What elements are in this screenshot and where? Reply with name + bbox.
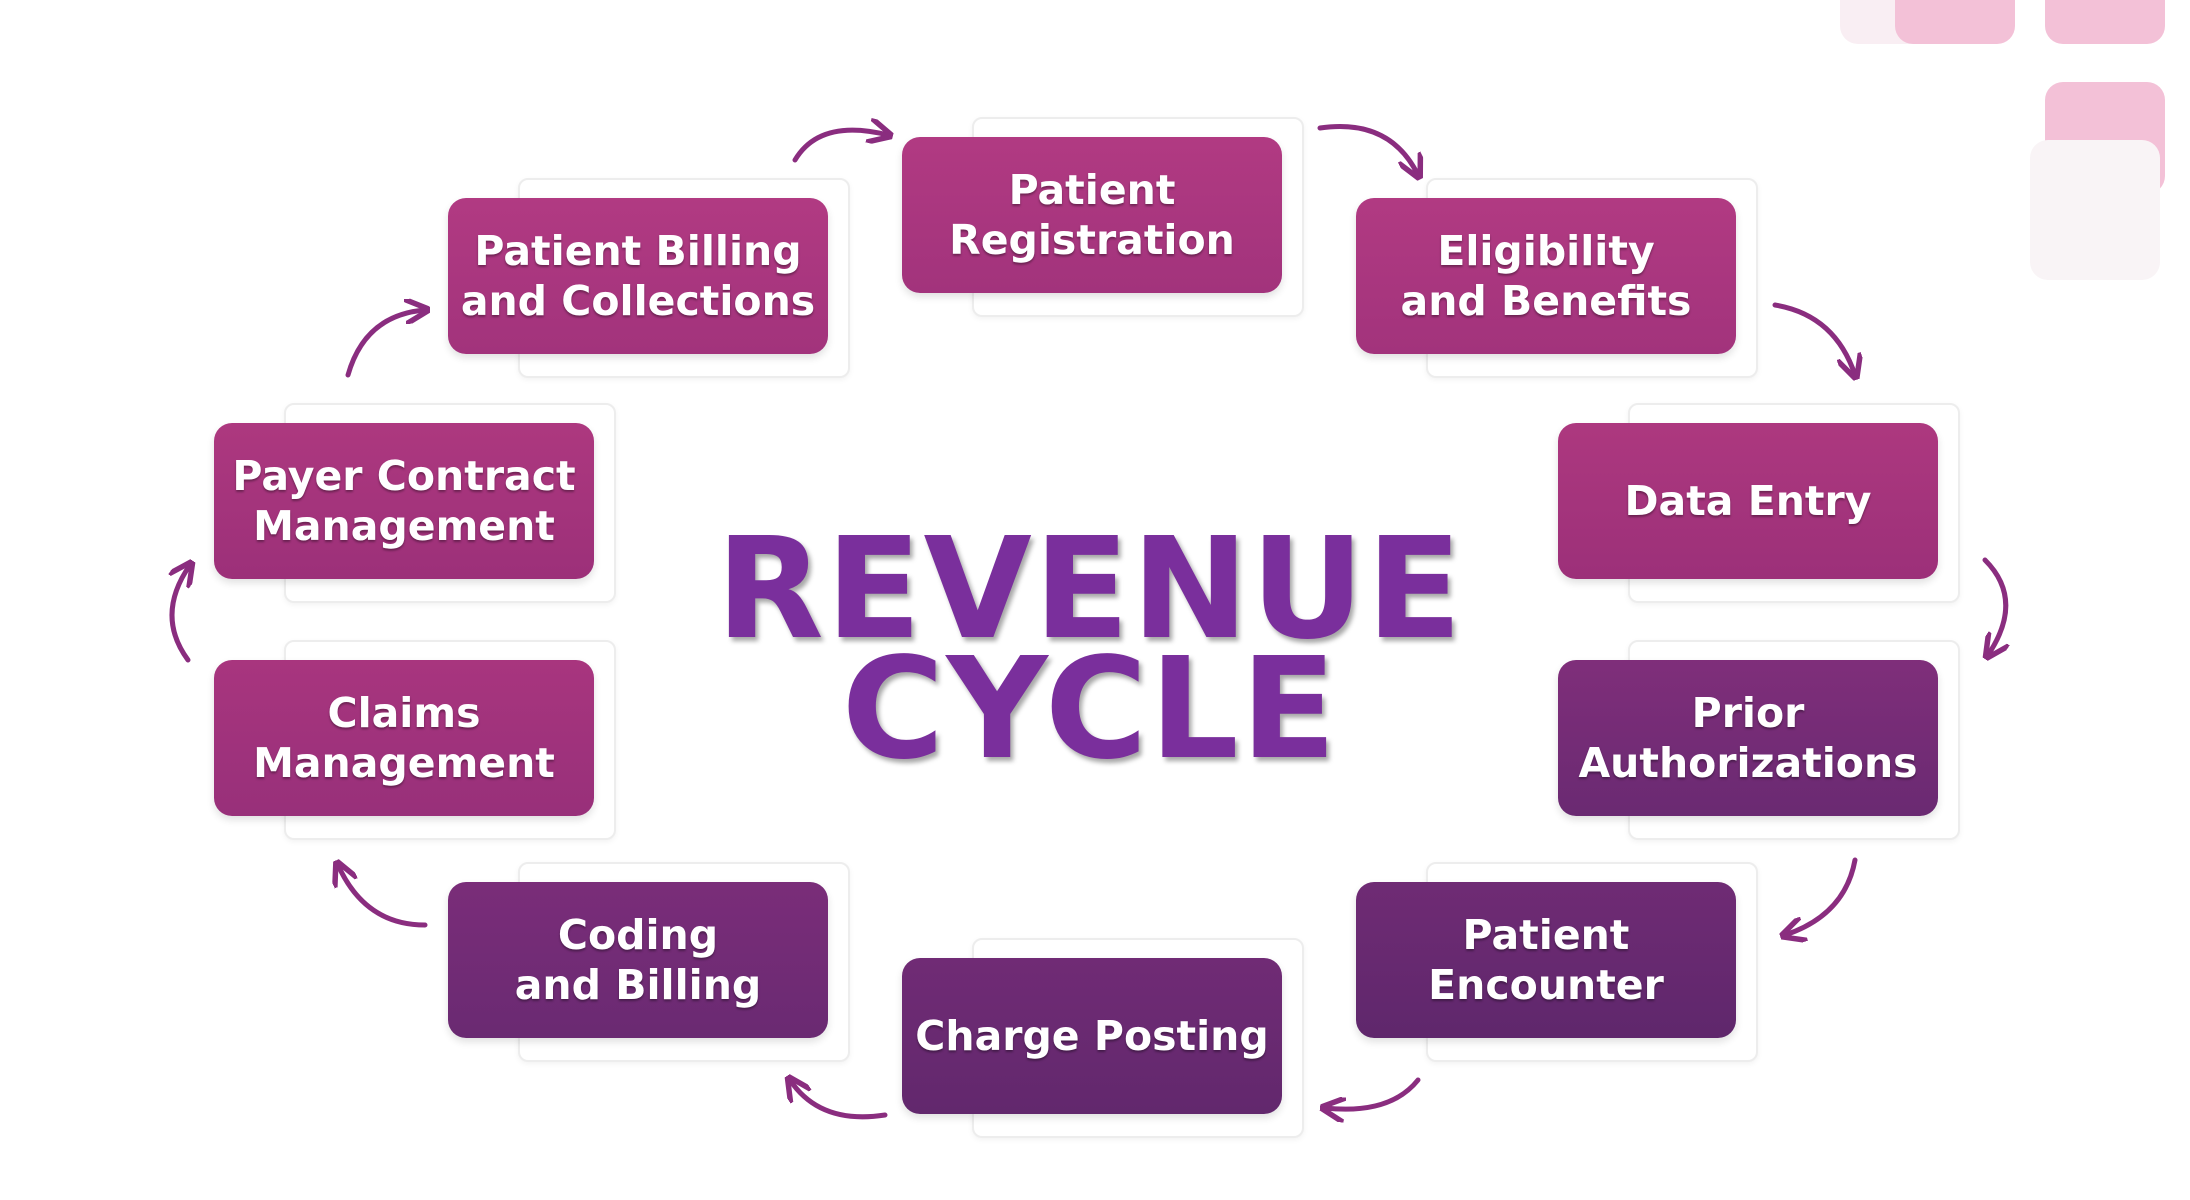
step-claims-management: Claims Management (214, 660, 594, 816)
arrow-payer-to-billing (345, 310, 425, 378)
arrow-charge-posting-to-coding (790, 1080, 888, 1120)
corner-decoration-5 (2030, 140, 2160, 280)
step-prior-authorizations: Prior Authorizations (1558, 660, 1938, 816)
diagram-title-line-2: CYCLE (841, 628, 1339, 791)
step-patient-encounter: Patient Encounter (1356, 882, 1736, 1038)
arrow-claims-to-payer (172, 565, 190, 663)
diagram-title-line-1: REVENUE (716, 508, 1464, 671)
step-payer-contract-management: Payer Contract Management (214, 423, 594, 579)
arrow-registration-to-eligibility (1317, 124, 1418, 175)
step-eligibility-and-benefits: Eligibility and Benefits (1356, 198, 1736, 354)
arrow-billing-to-registration (792, 130, 888, 163)
step-charge-posting: Charge Posting (902, 958, 1282, 1114)
arrow-prior-auth-to-encounter (1785, 857, 1858, 935)
step-coding-and-billing: Coding and Billing (448, 882, 828, 1038)
step-patient-billing-and-collections: Patient Billing and Collections (448, 198, 828, 354)
corner-decoration-2 (1895, 0, 2015, 44)
step-data-entry: Data Entry (1558, 423, 1938, 579)
step-patient-registration: Patient Registration (902, 137, 1282, 293)
arrow-eligibility-to-data-entry (1772, 302, 1855, 375)
corner-decoration-3 (2045, 0, 2165, 44)
arrow-coding-to-claims (338, 865, 428, 928)
arrow-data-entry-to-prior-auth (1985, 557, 2006, 655)
arrow-encounter-to-charge-posting (1325, 1077, 1421, 1109)
